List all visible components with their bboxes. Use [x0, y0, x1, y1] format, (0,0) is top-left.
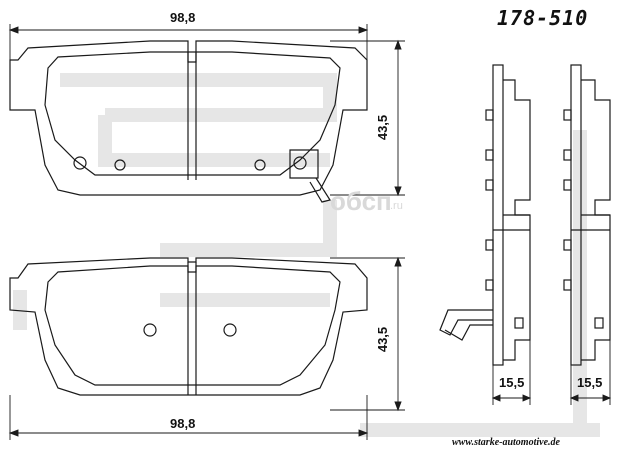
side-view-1: [439, 64, 531, 366]
dimension-side-1-thickness: 15,5: [499, 375, 525, 390]
website-link[interactable]: www.starke-automotive.de: [452, 437, 560, 448]
top-brake-pad: [9, 40, 368, 203]
dimension-lines: [8, 24, 612, 440]
dimension-top-height: 43,5: [375, 114, 391, 141]
dimension-side-2-thickness: 15,5: [577, 375, 603, 390]
dimension-bottom-height: 43,5: [375, 326, 391, 353]
bottom-brake-pad: [9, 257, 368, 396]
part-number: 178-510: [497, 6, 589, 30]
side-view-2: [563, 64, 611, 366]
watermark-suffix: .ru: [390, 200, 403, 212]
dimension-top-width: 98,8: [170, 10, 196, 25]
watermark-text: oбсп: [330, 186, 392, 216]
dimension-bottom-width: 98,8: [170, 416, 196, 431]
